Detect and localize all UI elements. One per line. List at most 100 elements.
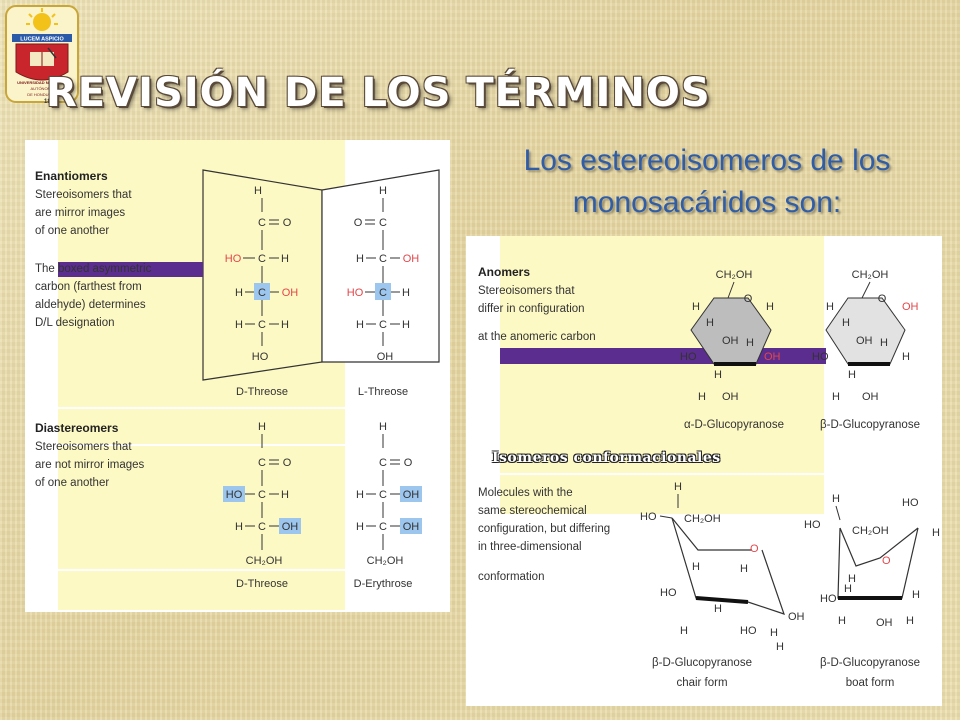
svg-text:C: C	[258, 217, 266, 229]
left-figure-svg: Enantiomers Stereoisomers that are mirro…	[35, 140, 450, 612]
svg-text:C: C	[379, 457, 387, 469]
svg-text:OH: OH	[764, 351, 781, 363]
l-threose-fischer-projection: H O C H C OH HO C H H C H OH	[347, 185, 420, 363]
asym-note-4: D/L designation	[35, 317, 115, 329]
conformation-desc-5: conformation	[478, 571, 544, 583]
anomers-heading: Anomers	[478, 265, 530, 279]
svg-text:C: C	[379, 521, 387, 533]
svg-text:CH₂OH: CH₂OH	[852, 525, 889, 537]
conformation-desc-3: configuration, but differing	[478, 523, 610, 535]
svg-text:OH: OH	[788, 611, 805, 623]
svg-text:H: H	[848, 573, 856, 585]
d-threose-2-label: D-Threose	[236, 578, 288, 590]
svg-text:O: O	[878, 293, 887, 305]
svg-text:O: O	[283, 217, 292, 229]
logo-institution-3: DE HONDURAS	[27, 92, 57, 97]
svg-text:H: H	[838, 615, 846, 627]
svg-text:H: H	[844, 583, 852, 595]
svg-text:H: H	[402, 319, 410, 331]
enantiomers-heading: Enantiomers	[35, 169, 108, 183]
svg-text:H: H	[379, 421, 387, 433]
diastereomers-heading: Diastereomers	[35, 421, 119, 435]
svg-text:O: O	[283, 457, 292, 469]
svg-text:C: C	[258, 287, 266, 299]
conformation-desc-2: same stereochemical	[478, 505, 587, 517]
enantiomers-diastereomers-figure: Enantiomers Stereoisomers that are mirro…	[25, 140, 450, 612]
svg-text:H: H	[698, 391, 706, 403]
svg-text:C: C	[379, 319, 387, 331]
svg-text:H: H	[281, 489, 289, 501]
diastereomers-desc-3: of one another	[35, 477, 109, 489]
svg-text:H: H	[692, 301, 700, 313]
svg-text:OH: OH	[722, 391, 739, 403]
svg-text:OH: OH	[377, 351, 394, 363]
svg-text:H: H	[912, 589, 920, 601]
svg-text:C: C	[258, 521, 266, 533]
svg-text:H: H	[235, 521, 243, 533]
asym-note-1: The boxed asymmetric	[35, 263, 152, 275]
svg-text:H: H	[674, 481, 682, 493]
logo-year: 184	[44, 99, 55, 104]
svg-text:HO: HO	[640, 511, 657, 523]
svg-text:H: H	[746, 337, 754, 349]
svg-text:H: H	[880, 337, 888, 349]
svg-text:CH₂OH: CH₂OH	[246, 555, 283, 567]
l-threose-label: L-Threose	[358, 386, 408, 398]
svg-text:OH: OH	[403, 253, 420, 265]
svg-text:HO: HO	[820, 593, 837, 605]
svg-text:H: H	[714, 369, 722, 381]
svg-text:O: O	[404, 457, 413, 469]
anomers-desc-3: at the anomeric carbon	[478, 331, 596, 343]
svg-text:H: H	[832, 391, 840, 403]
boat-conformation-structure: H HO CH₂OH HO H O H H HO H H OH H	[804, 493, 940, 629]
svg-text:H: H	[680, 625, 688, 637]
svg-text:H: H	[281, 319, 289, 331]
enantiomers-desc-3: of one another	[35, 225, 109, 237]
mirror-plane-right	[321, 169, 440, 363]
d-threose-2-fischer-projection: H C O HO C H H C OH CH₂OH	[223, 421, 301, 567]
svg-text:HO: HO	[347, 287, 364, 299]
svg-text:OH: OH	[902, 301, 919, 313]
svg-text:C: C	[379, 253, 387, 265]
svg-text:C: C	[258, 457, 266, 469]
svg-text:HO: HO	[902, 497, 919, 509]
svg-text:H: H	[258, 421, 266, 433]
alpha-glucopyranose-haworth: CH₂OH O H H H OH H HO OH H OH H	[680, 269, 781, 403]
svg-text:HO: HO	[740, 625, 757, 637]
chair-form-label-1: β-D-Glucopyranose	[652, 657, 752, 669]
svg-text:H: H	[356, 319, 364, 331]
conformational-isomers-label: Isomeros conformacionales	[492, 450, 721, 466]
university-seal-logo: LUCEM ASPICIO UNIVERSIDAD NACIONAL AUTÓN…	[5, 5, 79, 104]
svg-text:HO: HO	[252, 351, 269, 363]
svg-text:H: H	[692, 561, 700, 573]
svg-text:H: H	[235, 319, 243, 331]
svg-text:OH: OH	[403, 489, 420, 501]
svg-text:CH₂OH: CH₂OH	[684, 513, 721, 525]
d-erythrose-label: D-Erythrose	[354, 578, 413, 590]
right-figure-svg: Anomers Stereoisomers that differ in con…	[466, 236, 940, 689]
subtitle-line-1: Los estereoisomeros de los	[523, 144, 891, 177]
d-erythrose-fischer-projection: H C O H C OH H C OH CH₂OH	[356, 421, 422, 567]
d-threose-label: D-Threose	[236, 386, 288, 398]
svg-text:H: H	[740, 563, 748, 575]
svg-text:OH: OH	[856, 335, 873, 347]
logo-institution-1: UNIVERSIDAD NACIONAL	[17, 80, 67, 85]
chair-conformation-structure: H HO CH₂OH O H H HO H OH H HO H H	[640, 481, 805, 653]
svg-text:H: H	[356, 489, 364, 501]
svg-text:H: H	[379, 185, 387, 197]
svg-text:C: C	[379, 217, 387, 229]
svg-text:H: H	[776, 641, 784, 653]
svg-text:C: C	[379, 287, 387, 299]
svg-text:HO: HO	[226, 489, 243, 501]
slide-subtitle: Los estereoisomeros de los monosacáridos…	[462, 140, 952, 224]
svg-text:C: C	[258, 319, 266, 331]
svg-text:CH₂OH: CH₂OH	[716, 269, 753, 281]
d-threose-fischer-projection: H C O HO C H H C OH H C H HO	[225, 185, 299, 363]
svg-text:H: H	[402, 287, 410, 299]
svg-text:HO: HO	[680, 351, 697, 363]
svg-text:O: O	[750, 543, 759, 555]
svg-text:H: H	[356, 521, 364, 533]
svg-text:CH₂OH: CH₂OH	[852, 269, 889, 281]
diastereomers-desc-2: are not mirror images	[35, 459, 145, 471]
svg-text:H: H	[766, 301, 774, 313]
